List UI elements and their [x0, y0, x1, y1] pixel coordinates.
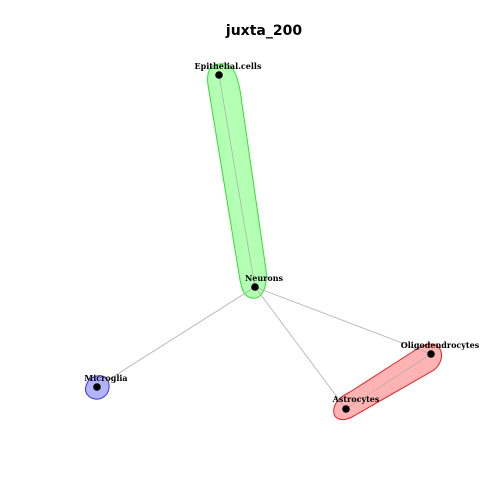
node-microglia[interactable] [93, 383, 101, 391]
edge-neurons-astrocytes [254, 286, 347, 410]
label-astrocytes: Astrocytes [332, 394, 380, 404]
label-epithelial: Epithelial.cells [195, 61, 262, 71]
nodes [93, 71, 435, 413]
label-neurons: Neurons [245, 273, 284, 283]
edges [96, 74, 432, 410]
graph-title: juxta_200 [225, 23, 302, 39]
edge-astrocytes-oligodendrocytes [345, 353, 432, 410]
label-microglia: Microglia [84, 373, 127, 383]
edge-neurons-oligodendrocytes [254, 286, 432, 355]
node-oligodendrocytes[interactable] [427, 350, 435, 358]
edge-epithelial-neurons [218, 74, 256, 288]
node-neurons[interactable] [251, 283, 259, 291]
label-oligodendrocytes: Oligodendrocytes [401, 340, 480, 350]
node-epithelial[interactable] [215, 71, 223, 79]
edge-neurons-microglia [96, 286, 256, 388]
group-hulls [85, 63, 442, 421]
node-astrocytes[interactable] [342, 405, 350, 413]
node-labels: Epithelial.cells Neurons Oligodendrocyte… [84, 61, 479, 404]
